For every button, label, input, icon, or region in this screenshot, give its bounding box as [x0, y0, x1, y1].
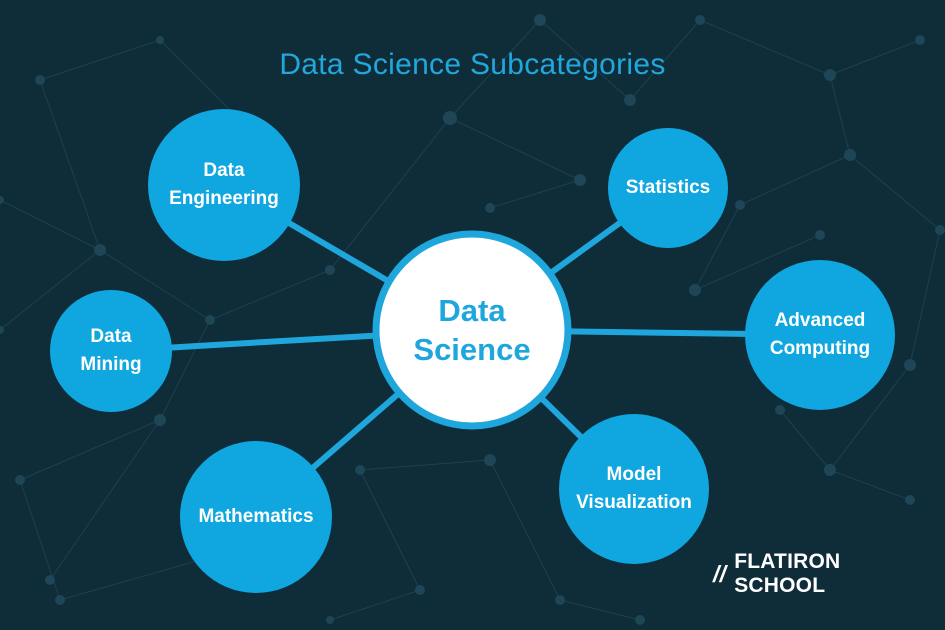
node-circle-mathematics [180, 441, 332, 593]
node-label-advanced-computing: Advanced Computing [769, 310, 871, 359]
nodes [50, 109, 895, 593]
node-label-data-mining: Data Mining [80, 326, 142, 375]
node-circle-data-engineering [148, 109, 300, 261]
center-node-circle [372, 230, 572, 430]
node-circle-model-visualization [559, 414, 709, 564]
node-label-mathematics: Mathematics [198, 506, 314, 527]
node-circle-statistics [608, 128, 728, 248]
brand-mark: // [713, 560, 727, 587]
diagram-title: Data Science Subcategories [279, 48, 666, 81]
node-circle-advanced-computing [745, 260, 895, 410]
center-node-label: Data Science [413, 293, 531, 367]
node-circle-data-mining [50, 290, 172, 412]
node-label-model-visualization: Model Visualization [576, 464, 692, 513]
brand-name: FLATIRON SCHOOL [734, 550, 841, 597]
node-label-statistics: Statistics [625, 177, 711, 198]
flatiron-school-logo: // FLATIRON SCHOOL [713, 550, 913, 597]
node-label-data-engineering: Data Engineering [169, 160, 279, 209]
